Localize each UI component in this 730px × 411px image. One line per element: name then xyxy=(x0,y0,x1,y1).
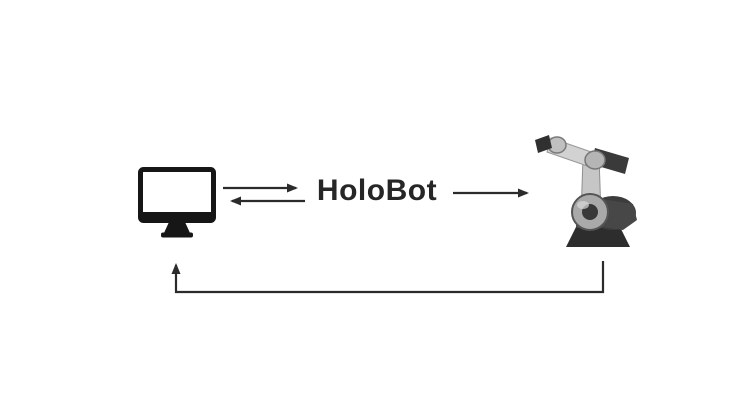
robot-elbow-joint xyxy=(584,150,606,170)
robot-shoulder-highlight xyxy=(577,201,589,209)
computer-monitor-icon xyxy=(138,167,216,238)
feedback-loop-robot-to-computer xyxy=(171,261,605,294)
monitor-stand-neck xyxy=(164,222,190,233)
holobot-label: HoloBot xyxy=(316,174,438,207)
robot-gripper xyxy=(535,135,552,153)
monitor-chin xyxy=(140,212,214,222)
monitor-stand-base xyxy=(161,232,193,238)
robot-arm-image xyxy=(535,135,637,247)
robot-base xyxy=(566,225,630,247)
